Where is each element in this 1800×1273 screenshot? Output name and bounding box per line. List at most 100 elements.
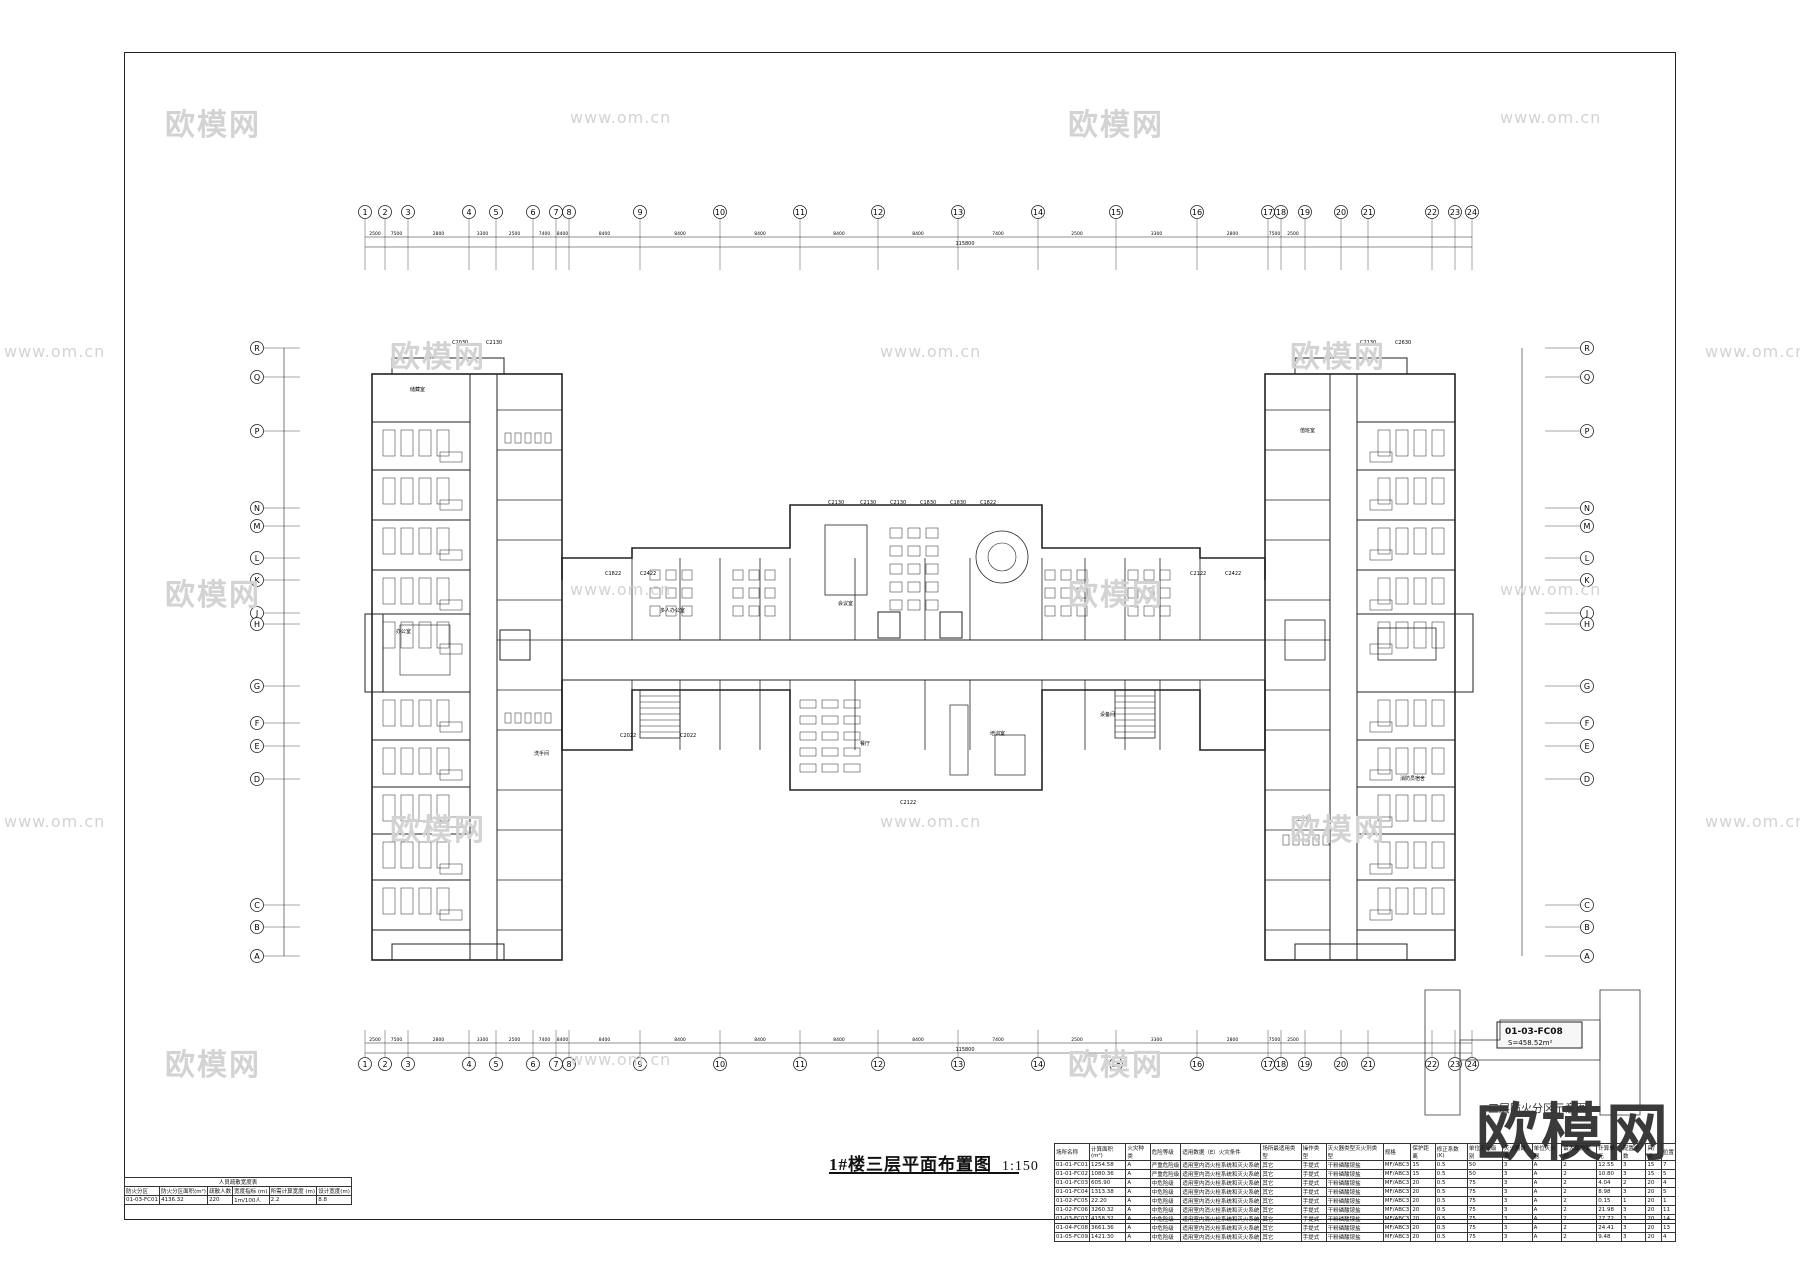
fire-table-cell: A bbox=[1125, 1187, 1151, 1197]
fire-table-header: 单位灭火级别 bbox=[1466, 1143, 1503, 1161]
bed-furniture bbox=[418, 477, 432, 505]
fire-table-cell: 适用室内消火栓系统和灭火系统 bbox=[1180, 1223, 1262, 1233]
fire-table-cell: A bbox=[1125, 1178, 1151, 1188]
bed-furniture bbox=[1377, 794, 1391, 822]
axis-label: K bbox=[254, 576, 260, 585]
fire-table-cell: 0.5 bbox=[1434, 1214, 1468, 1224]
window-tag: C2030 bbox=[452, 340, 468, 346]
dimension-value: 8400 bbox=[599, 231, 611, 237]
axis-bubble bbox=[250, 501, 264, 515]
fire-table-cell: 3 bbox=[1501, 1196, 1533, 1206]
fire-table-cell: 5 bbox=[1661, 1187, 1676, 1197]
fire-table-cell: 适用室内消火栓系统和灭火系统 bbox=[1180, 1196, 1262, 1206]
dimension-value: 8400 bbox=[833, 231, 845, 237]
fire-table-cell: 严重危险级 bbox=[1149, 1169, 1182, 1179]
fire-table-cell: 中危险级 bbox=[1149, 1214, 1182, 1224]
axis-label: P bbox=[1585, 427, 1590, 436]
fire-table-cell: 01-01-FC02 bbox=[1054, 1169, 1090, 1179]
classroom-desk bbox=[821, 715, 839, 725]
axis-bubble bbox=[1334, 1057, 1348, 1071]
classroom-desk bbox=[889, 563, 903, 575]
fire-table-cell: 其它 bbox=[1260, 1178, 1302, 1188]
axis-label: 3 bbox=[405, 1060, 410, 1069]
stair-tower bbox=[391, 943, 505, 961]
workstation bbox=[748, 605, 760, 617]
axis-label: 12 bbox=[873, 1060, 883, 1069]
fire-table-cell: A bbox=[1531, 1232, 1563, 1242]
workstation bbox=[732, 605, 744, 617]
room-label: 值班室 bbox=[1300, 427, 1315, 434]
fire-table-cell: 20 bbox=[1410, 1223, 1436, 1233]
room-label: 卫生间 bbox=[1296, 815, 1311, 822]
workstation bbox=[1044, 605, 1056, 617]
window-tag: C2122 bbox=[1190, 571, 1206, 577]
fire-table-cell: 干粉磷酸铵盐 bbox=[1325, 1196, 1384, 1206]
axis-bubble bbox=[1580, 920, 1594, 934]
fire-table-cell: 0.5 bbox=[1434, 1160, 1468, 1170]
fire-table-cell: 3 bbox=[1501, 1160, 1533, 1170]
axis-bubble bbox=[250, 716, 264, 730]
classroom-desk bbox=[821, 731, 839, 741]
classroom-desk bbox=[889, 545, 903, 557]
workstation bbox=[1143, 569, 1155, 581]
desk-furniture bbox=[1369, 909, 1393, 921]
bed-furniture bbox=[436, 429, 450, 457]
axis-bubble bbox=[1190, 1057, 1204, 1071]
workstation bbox=[1044, 587, 1056, 599]
classroom-desk bbox=[907, 581, 921, 593]
axis-label: G bbox=[254, 682, 260, 691]
window-tag: C2022 bbox=[680, 733, 696, 739]
fire-table-cell: 3 bbox=[1501, 1214, 1533, 1224]
fire-table-cell: 4158.32 bbox=[1088, 1214, 1127, 1224]
axis-label: 7 bbox=[553, 1060, 558, 1069]
dimension-value: 2800 bbox=[433, 231, 445, 237]
room-label: 餐厅 bbox=[860, 740, 870, 747]
fixture bbox=[544, 712, 552, 724]
bed-furniture bbox=[1395, 887, 1409, 915]
axis-label: 14 bbox=[1033, 208, 1043, 217]
classroom-desk bbox=[889, 581, 903, 593]
axis-label: 5 bbox=[493, 208, 498, 217]
workstation bbox=[665, 569, 677, 581]
axis-label: 1 bbox=[362, 1060, 367, 1069]
axis-bubble bbox=[250, 341, 264, 355]
axis-bubble bbox=[250, 519, 264, 533]
window-tag: C2422 bbox=[1225, 571, 1241, 577]
fixture bbox=[524, 432, 532, 444]
axis-bubble bbox=[1425, 1057, 1439, 1071]
axis-bubble bbox=[489, 1057, 503, 1071]
axis-bubble bbox=[562, 1057, 576, 1071]
workstation bbox=[649, 587, 661, 599]
evac-header: 宽度指标 (m) bbox=[232, 1186, 270, 1196]
fire-table-cell: 其它 bbox=[1260, 1169, 1302, 1179]
dimension-value: 7400 bbox=[992, 1037, 1004, 1043]
fire-table-header: 修正系数(K) bbox=[1434, 1143, 1468, 1161]
dimension-value: 3300 bbox=[477, 1037, 489, 1043]
bed-furniture bbox=[400, 887, 414, 915]
window-tag: C2130 bbox=[1360, 340, 1376, 346]
fire-table-cell: 20 bbox=[1410, 1232, 1436, 1242]
axis-bubble bbox=[378, 205, 392, 219]
room-label: 消防员宿舍 bbox=[1400, 775, 1425, 782]
axis-label: 16 bbox=[1192, 1060, 1202, 1069]
axis-label: 20 bbox=[1336, 1060, 1346, 1069]
fire-table-cell: 3 bbox=[1501, 1187, 1533, 1197]
dimension-value: 8400 bbox=[754, 231, 766, 237]
elevator-shaft bbox=[939, 611, 963, 639]
axis-label: 11 bbox=[795, 1060, 805, 1069]
classroom-desk bbox=[925, 599, 939, 611]
bed-furniture bbox=[418, 429, 432, 457]
left-wing-outline bbox=[371, 373, 563, 961]
fire-table-cell: 3 bbox=[1501, 1169, 1533, 1179]
fixture bbox=[1312, 834, 1320, 846]
axis-bubble bbox=[713, 1057, 727, 1071]
fire-table-cell: 15 bbox=[1645, 1169, 1662, 1179]
fire-table-cell: 0.5 bbox=[1434, 1196, 1468, 1206]
fire-table-cell: 3 bbox=[1620, 1232, 1647, 1242]
fire-table-cell: 3 bbox=[1501, 1223, 1533, 1233]
fire-table-header: 具/点 bbox=[1645, 1143, 1662, 1161]
fire-table-cell: 2 bbox=[1620, 1178, 1647, 1188]
bed-furniture bbox=[1395, 577, 1409, 605]
fire-table-header: 规格 bbox=[1382, 1143, 1412, 1161]
meeting-table bbox=[824, 524, 868, 596]
